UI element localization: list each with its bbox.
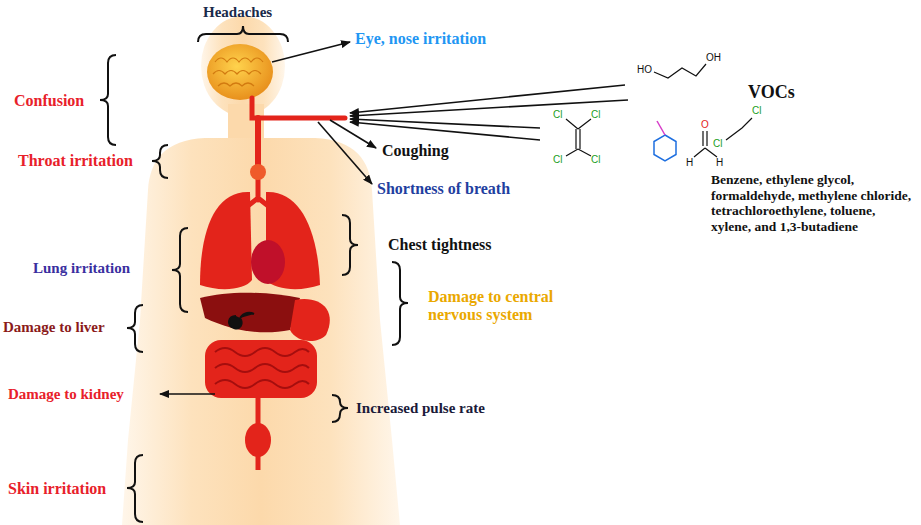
symptom-label: Damage to kidney [8,386,124,403]
larynx [250,164,266,180]
chemical-bond [566,64,752,157]
gallbladder [229,313,254,329]
group-title: VOCs [748,82,795,103]
benzene-ring [654,135,676,161]
atom-label: Cl [591,155,600,165]
body-silhouette [122,16,400,525]
symptom-label: Eye, nose irritation [355,30,486,48]
atom-label: H [716,158,723,168]
symptom-label: Headaches [203,4,272,21]
atom-label: Cl [752,106,761,116]
lungs [200,192,320,289]
symptom-label: Chest tightness [388,236,492,254]
bracket [100,26,408,522]
atom-label: H [686,158,693,168]
heart [251,240,285,284]
symptom-label: Increased pulse rate [356,400,485,417]
atom-label: Cl [713,139,722,149]
methyl-bond [657,121,665,135]
intestines [205,340,317,398]
atom-label: Cl [553,110,562,120]
compound-list: Benzene, ethylene glycol, formaldehyde, … [711,172,917,234]
stomach [290,299,330,341]
symptom-label: Confusion [14,92,84,110]
atom-label: Cl [553,155,562,165]
airway [240,98,345,212]
symptom-label: Shortness of breath [377,180,510,198]
atom-label: OH [706,53,721,63]
symptom-label: Coughing [382,142,449,160]
symptom-label: Damage to central nervous system [428,288,588,325]
symptom-label: Damage to liver [3,319,105,336]
atom-label: HO [637,65,652,75]
arrow [160,42,628,394]
atom-label: O [701,120,709,130]
brain [207,44,273,100]
symptom-label: Skin irritation [8,480,106,498]
symptom-label: Throat irritation [18,152,133,170]
liver [200,293,300,333]
atom-label: Cl [591,110,600,120]
symptom-label: Lung irritation [33,260,130,277]
bladder [245,398,271,470]
